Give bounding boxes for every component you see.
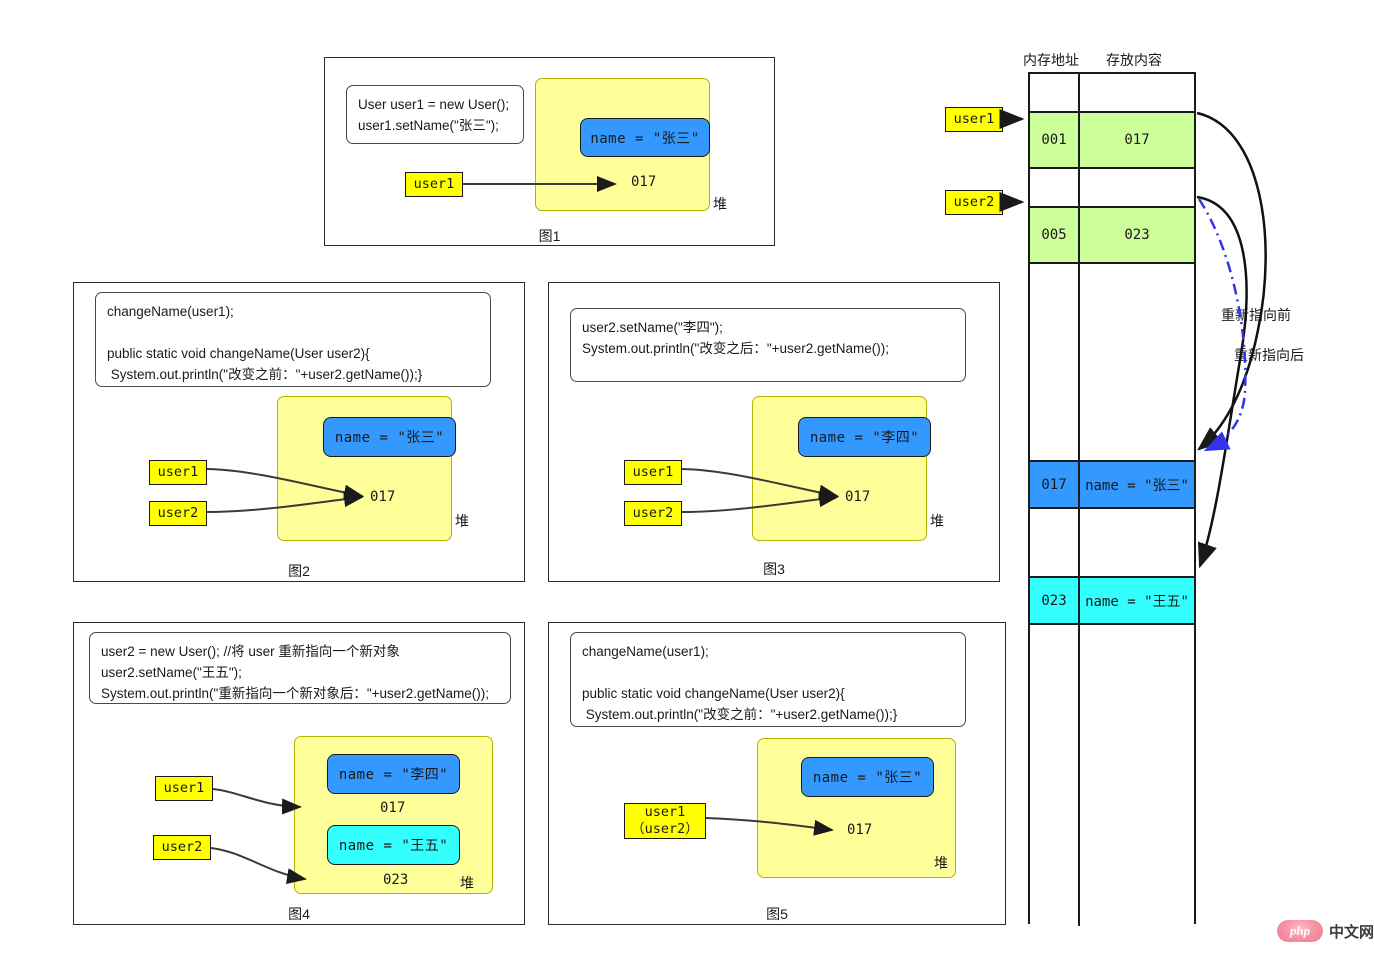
fig3-heap-address: 017 (845, 489, 871, 505)
watermark: php 中文网 (1277, 920, 1374, 942)
table-row: 001 017 (1030, 113, 1194, 169)
fig3-code-box: user2.setName("李四"); System.out.println(… (570, 308, 966, 382)
fig4-var-user2[interactable]: user2 (153, 835, 211, 860)
fig5-object-box: name = "张三" (801, 757, 934, 797)
memory-address-cell: 001 (1030, 113, 1080, 167)
fig1-heap-address: 017 (631, 174, 657, 190)
memory-content-cell: name = "王五" (1080, 578, 1194, 623)
fig3-heap-label: 堆 (930, 513, 944, 529)
watermark-text: 中文网 (1328, 923, 1374, 941)
fig5-var-user1[interactable]: user1 （user2） (624, 803, 706, 839)
memory-content-cell (1080, 625, 1194, 926)
table-row: 023 name = "王五" (1030, 578, 1194, 625)
memory-content-cell (1080, 264, 1194, 460)
memory-var-user1-label: user1 (953, 111, 995, 128)
memory-curve-001-to-017 (1196, 111, 1267, 451)
memory-var-user2[interactable]: user2 (945, 190, 1003, 215)
fig4-var-user1[interactable]: user1 (155, 776, 213, 801)
fig4-heap-label: 堆 (460, 875, 474, 891)
php-logo-icon: php (1277, 920, 1323, 942)
memory-content-cell (1080, 74, 1194, 111)
table-row: 017 name = "张三" (1030, 462, 1194, 509)
fig5-var-user1-label: user1 (644, 804, 686, 821)
fig2-heap-address: 017 (370, 489, 396, 505)
table-row (1030, 264, 1194, 462)
memory-content-cell: 023 (1080, 208, 1194, 262)
fig4-code-box: user2 = new User(); //将 user 重新指向一个新对象 u… (89, 632, 511, 704)
memory-header-content: 存放内容 (1106, 52, 1162, 68)
memory-address-cell (1030, 509, 1080, 576)
fig4-heap-address-2: 023 (383, 872, 409, 888)
memory-address-cell (1030, 169, 1080, 206)
memory-header-address: 内存地址 (1023, 52, 1079, 68)
fig1-var-user1[interactable]: user1 (405, 172, 463, 197)
fig2-var-user2[interactable]: user2 (149, 501, 207, 526)
fig5-heap-label: 堆 (934, 855, 948, 871)
fig4-heap-address-1: 017 (380, 800, 406, 816)
fig1-code-box: User user1 = new User(); user1.setName("… (346, 85, 524, 144)
fig3-var-user1[interactable]: user1 (624, 460, 682, 485)
fig1-object-box: name = "张三" (580, 118, 710, 157)
fig5-heap-address: 017 (847, 822, 873, 838)
fig1-heap-label: 堆 (713, 196, 727, 212)
memory-content-cell (1080, 509, 1194, 576)
fig5-code-box: changeName(user1); public static void ch… (570, 632, 966, 727)
fig4-var-user2-label: user2 (161, 839, 203, 856)
fig5-var-user2-alias: （user2） (631, 821, 699, 837)
memory-address-cell (1030, 264, 1080, 460)
fig3-caption: 图3 (763, 561, 785, 577)
fig2-caption: 图2 (288, 563, 310, 579)
memory-var-user1[interactable]: user1 (945, 107, 1003, 132)
fig5-caption: 图5 (766, 906, 788, 922)
fig2-heap-label: 堆 (455, 513, 469, 529)
fig4-object-box-1: name = "李四" (327, 754, 460, 794)
memory-var-user2-label: user2 (953, 194, 995, 211)
fig4-caption: 图4 (288, 906, 310, 922)
table-row (1030, 74, 1194, 113)
fig1-caption: 图1 (538, 228, 561, 244)
fig2-object-box: name = "张三" (323, 417, 456, 457)
table-row (1030, 509, 1194, 578)
fig2-var-user1[interactable]: user1 (149, 460, 207, 485)
memory-content-cell: name = "张三" (1080, 462, 1194, 507)
memory-address-cell (1030, 625, 1080, 926)
memory-address-cell: 017 (1030, 462, 1080, 507)
fig4-var-user1-label: user1 (163, 780, 205, 797)
fig4-object-box-2: name = "王五" (327, 825, 460, 865)
table-row: 005 023 (1030, 208, 1194, 264)
fig2-var-user2-label: user2 (157, 505, 199, 522)
flow-label-after: 重新指向后 (1234, 347, 1304, 363)
table-row (1030, 169, 1194, 208)
fig3-object-box: name = "李四" (798, 417, 931, 457)
memory-content-cell: 017 (1080, 113, 1194, 167)
fig3-var-user2[interactable]: user2 (624, 501, 682, 526)
flow-label-before: 重新指向前 (1221, 307, 1291, 323)
table-row (1030, 625, 1194, 926)
memory-curve-005-to-023 (1196, 195, 1248, 569)
memory-content-cell (1080, 169, 1194, 206)
memory-address-cell (1030, 74, 1080, 111)
memory-address-cell: 005 (1030, 208, 1080, 262)
fig2-var-user1-label: user1 (157, 464, 199, 481)
fig3-var-user2-label: user2 (632, 505, 674, 522)
fig3-var-user1-label: user1 (632, 464, 674, 481)
memory-address-cell: 023 (1030, 578, 1080, 623)
fig1-var-user1-label: user1 (413, 176, 455, 193)
fig2-code-box: changeName(user1); public static void ch… (95, 292, 491, 387)
memory-table: 001 017 005 023 017 name = "张三" 023 name… (1028, 72, 1196, 926)
